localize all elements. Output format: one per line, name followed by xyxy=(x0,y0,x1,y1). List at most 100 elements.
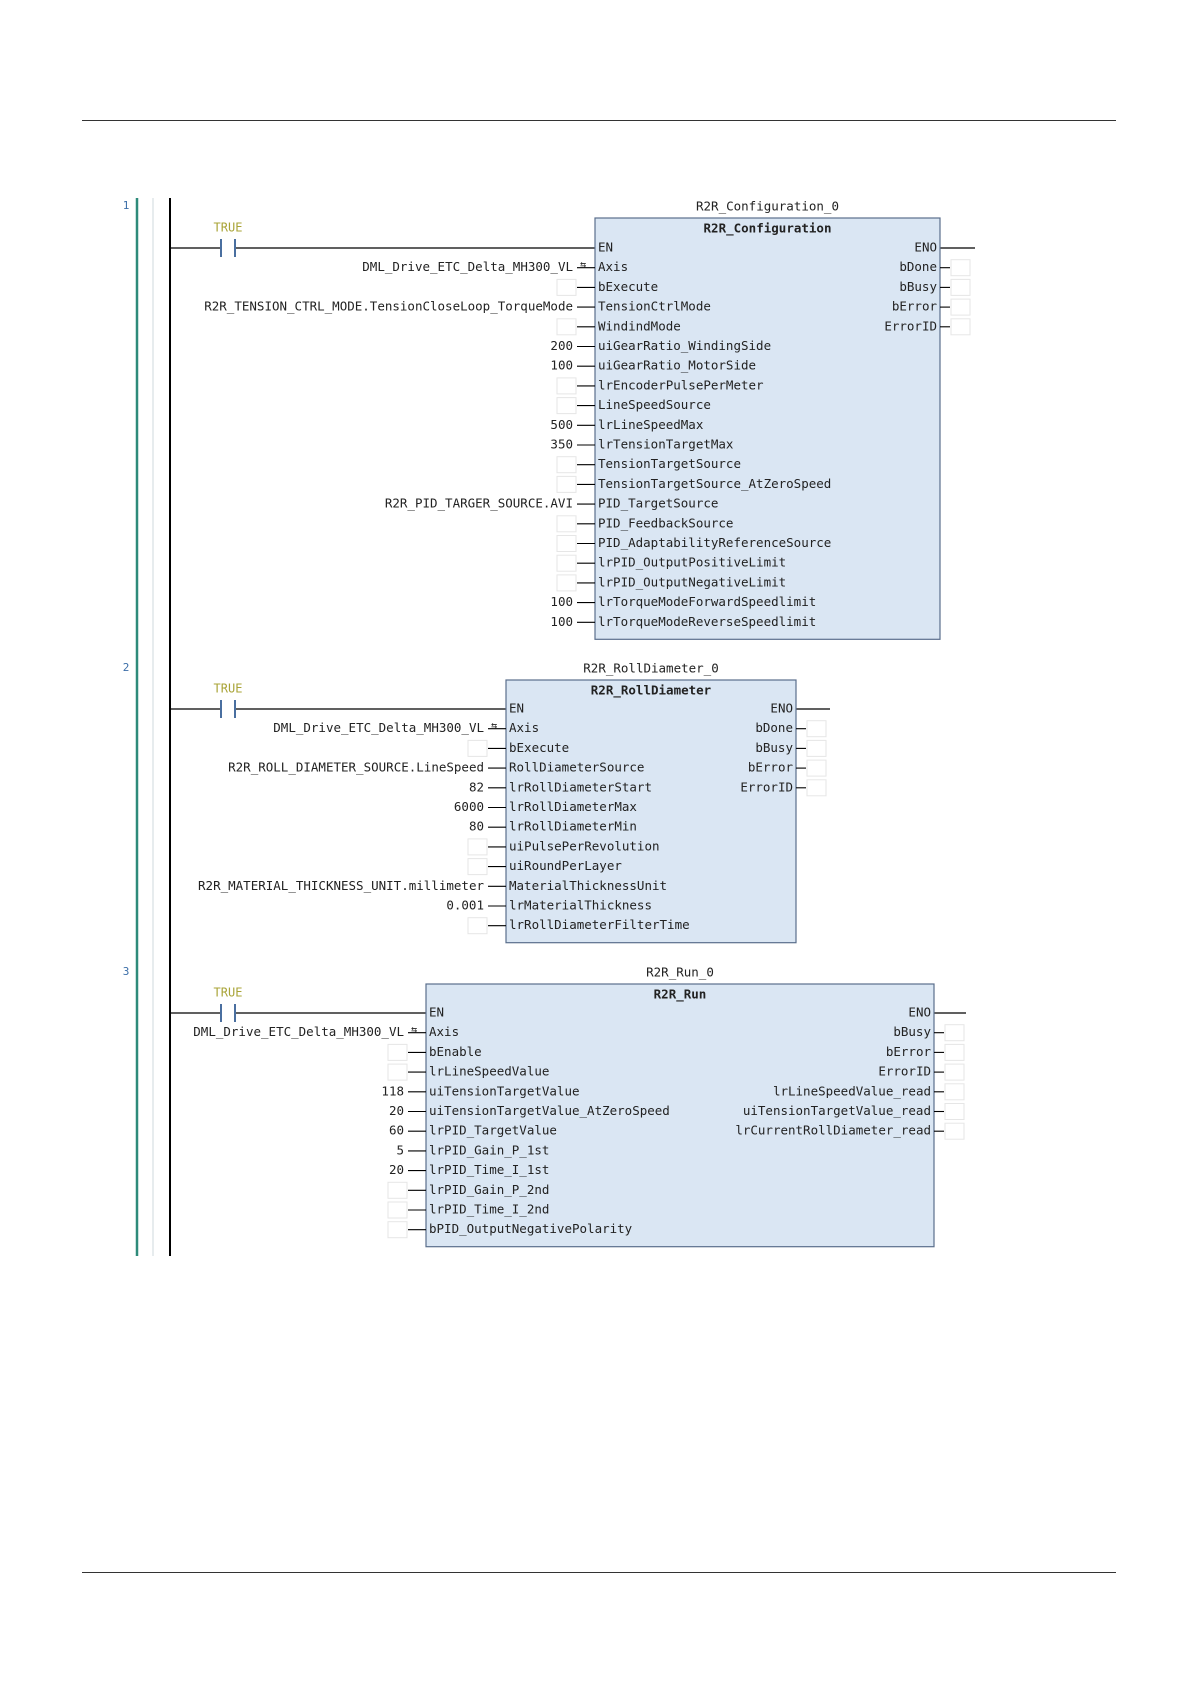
true-contact[interactable]: TRUE xyxy=(214,682,243,719)
network-number[interactable]: 2 xyxy=(123,661,130,674)
output-pin-bDone: bDone xyxy=(755,720,793,735)
input-value-Axis[interactable]: DML_Drive_ETC_Delta_MH300_VL xyxy=(273,720,484,735)
input-value-lrRollDiameterMax[interactable]: 6000 xyxy=(454,799,484,814)
empty-output-box[interactable] xyxy=(950,278,971,296)
empty-output-box[interactable] xyxy=(806,739,827,757)
input-value-uiTensionTargetValue[interactable]: 118 xyxy=(381,1083,404,1098)
input-pin-TensionCtrlMode: TensionCtrlMode xyxy=(598,299,711,314)
input-value-PID_TargetSource[interactable]: R2R_PID_TARGER_SOURCE.AVI xyxy=(385,496,573,511)
empty-output-box[interactable] xyxy=(944,1103,965,1120)
input-value-lrTensionTargetMax[interactable]: 350 xyxy=(550,437,573,452)
input-value-lrPID_TargetValue[interactable]: 60 xyxy=(389,1123,404,1138)
input-pin-lrRollDiameterFilterTime: lrRollDiameterFilterTime xyxy=(509,917,690,932)
input-pin-WindindMode: WindindMode xyxy=(598,318,681,333)
input-value-lrRollDiameterMin[interactable]: 80 xyxy=(469,819,484,834)
input-value-uiGearRatio_WindingSide[interactable]: 200 xyxy=(550,338,573,353)
output-pin-lrLineSpeedValue_read: lrLineSpeedValue_read xyxy=(773,1083,931,1098)
input-value-RollDiameterSource[interactable]: R2R_ROLL_DIAMETER_SOURCE.LineSpeed xyxy=(228,760,484,775)
input-pin-RollDiameterSource: RollDiameterSource xyxy=(509,760,644,775)
block-type-name: R2R_Configuration xyxy=(704,221,832,237)
input-pin-lrTensionTargetMax: lrTensionTargetMax xyxy=(598,437,734,452)
empty-output-box[interactable] xyxy=(950,298,971,316)
reference-arrow-icon: ⇆ xyxy=(580,260,586,271)
empty-input-box[interactable] xyxy=(556,278,577,296)
empty-output-box[interactable] xyxy=(806,779,827,797)
input-pin-Axis: Axis xyxy=(509,720,539,735)
input-pin-TensionTargetSource_AtZeroSpeed: TensionTargetSource_AtZeroSpeed xyxy=(598,476,831,491)
input-pin-uiGearRatio_MotorSide: uiGearRatio_MotorSide xyxy=(598,358,756,373)
output-pin-lrCurrentRollDiameter_read: lrCurrentRollDiameter_read xyxy=(735,1123,931,1138)
reference-arrow-icon: ⇆ xyxy=(411,1025,417,1036)
input-value-lrTorqueModeReverseSpeedlimit[interactable]: 100 xyxy=(550,614,573,629)
input-pin-lrEncoderPulsePerMeter: lrEncoderPulsePerMeter xyxy=(598,377,764,392)
empty-input-box[interactable] xyxy=(556,318,577,336)
network-number[interactable]: 1 xyxy=(123,199,130,212)
input-pin-uiPulsePerRevolution: uiPulsePerRevolution xyxy=(509,838,660,853)
input-value-lrTorqueModeForwardSpeedlimit[interactable]: 100 xyxy=(550,594,573,609)
empty-input-box[interactable] xyxy=(387,1043,408,1061)
empty-output-box[interactable] xyxy=(806,720,827,738)
input-value-MaterialThicknessUnit[interactable]: R2R_MATERIAL_THICKNESS_UNIT.millimeter xyxy=(198,878,484,893)
input-value-lrRollDiameterStart[interactable]: 82 xyxy=(469,779,484,794)
input-pin-lrLineSpeedMax: lrLineSpeedMax xyxy=(598,417,704,432)
network-number[interactable]: 3 xyxy=(123,965,130,978)
function-block-body xyxy=(425,983,935,1248)
empty-input-box[interactable] xyxy=(556,574,577,592)
input-value-lrMaterialThickness[interactable]: 0.001 xyxy=(446,898,484,913)
input-pin-MaterialThicknessUnit: MaterialThicknessUnit xyxy=(509,878,667,893)
block-instance-name[interactable]: R2R_Run_0 xyxy=(646,965,714,980)
empty-output-box[interactable] xyxy=(950,259,971,277)
empty-input-box[interactable] xyxy=(556,397,577,415)
empty-output-box[interactable] xyxy=(944,1043,965,1061)
empty-input-box[interactable] xyxy=(556,515,577,533)
input-pin-PID_FeedbackSource: PID_FeedbackSource xyxy=(598,515,733,530)
input-pin-EN: EN xyxy=(598,240,613,255)
input-value-lrPID_Gain_P_1st[interactable]: 5 xyxy=(396,1142,404,1157)
input-value-Axis[interactable]: DML_Drive_ETC_Delta_MH300_VL xyxy=(362,259,573,274)
empty-output-box[interactable] xyxy=(806,759,827,777)
block-type-name: R2R_RollDiameter xyxy=(591,683,712,699)
input-value-lrPID_Time_I_1st[interactable]: 20 xyxy=(389,1162,404,1177)
block-instance-name[interactable]: R2R_Configuration_0 xyxy=(696,199,839,214)
empty-input-box[interactable] xyxy=(387,1221,408,1239)
empty-input-box[interactable] xyxy=(387,1201,408,1219)
reference-arrow-icon: ⇆ xyxy=(491,721,497,732)
empty-input-box[interactable] xyxy=(556,475,577,493)
block-instance-name[interactable]: R2R_RollDiameter_0 xyxy=(583,661,718,676)
function-block-R2R_RollDiameter[interactable]: R2R_RollDiameterENAxis⇆bExecuteRollDiame… xyxy=(488,679,806,944)
output-pin-bBusy: bBusy xyxy=(755,740,793,755)
output-pin-bBusy: bBusy xyxy=(899,279,937,294)
output-pin-bError: bError xyxy=(892,299,938,314)
empty-output-box[interactable] xyxy=(944,1024,965,1042)
input-pin-LineSpeedSource: LineSpeedSource xyxy=(598,397,711,412)
input-value-Axis[interactable]: DML_Drive_ETC_Delta_MH300_VL xyxy=(193,1024,404,1039)
empty-input-box[interactable] xyxy=(556,535,577,552)
empty-output-box[interactable] xyxy=(950,318,971,336)
empty-input-box[interactable] xyxy=(556,456,577,474)
empty-input-box[interactable] xyxy=(467,838,488,856)
empty-output-box[interactable] xyxy=(944,1083,965,1101)
input-value-uiGearRatio_MotorSide[interactable]: 100 xyxy=(550,358,573,373)
input-pin-PID_AdaptabilityReferenceSource: PID_AdaptabilityReferenceSource xyxy=(598,535,831,550)
output-pin-ENO: ENO xyxy=(914,240,937,255)
true-contact[interactable]: TRUE xyxy=(214,221,243,258)
empty-input-box[interactable] xyxy=(556,377,577,395)
input-pin-TensionTargetSource: TensionTargetSource xyxy=(598,456,741,471)
function-block-R2R_Run[interactable]: R2R_RunENAxis⇆bEnablelrLineSpeedValueuiT… xyxy=(408,983,944,1248)
input-value-lrLineSpeedMax[interactable]: 500 xyxy=(550,417,573,432)
true-contact[interactable]: TRUE xyxy=(214,986,243,1023)
input-pin-lrPID_OutputNegativeLimit: lrPID_OutputNegativeLimit xyxy=(598,574,786,589)
empty-input-box[interactable] xyxy=(467,858,488,876)
input-value-uiTensionTargetValue_AtZeroSpeed[interactable]: 20 xyxy=(389,1103,404,1118)
empty-input-box[interactable] xyxy=(387,1181,408,1199)
contact-label: TRUE xyxy=(214,682,243,696)
empty-input-box[interactable] xyxy=(556,554,577,572)
empty-output-box[interactable] xyxy=(944,1122,965,1140)
input-value-TensionCtrlMode[interactable]: R2R_TENSION_CTRL_MODE.TensionCloseLoop_T… xyxy=(204,299,573,314)
empty-output-box[interactable] xyxy=(944,1063,965,1081)
function-block-R2R_Configuration[interactable]: R2R_ConfigurationENAxis⇆bExecuteTensionC… xyxy=(577,217,950,640)
empty-input-box[interactable] xyxy=(387,1063,408,1081)
empty-input-box[interactable] xyxy=(467,739,488,757)
empty-input-box[interactable] xyxy=(467,917,488,935)
input-pin-lrPID_Gain_P_1st: lrPID_Gain_P_1st xyxy=(429,1142,549,1157)
